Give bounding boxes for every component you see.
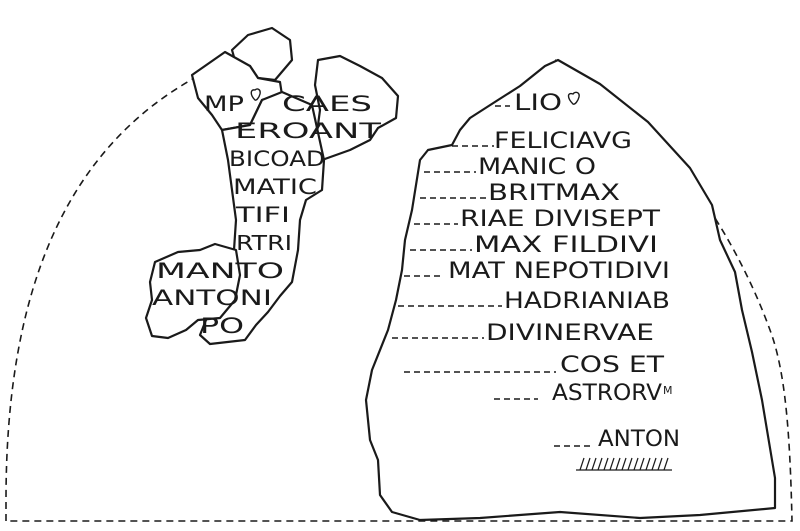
left-line-4: MATIC: [233, 175, 317, 199]
left-line-3: BICOAD: [229, 147, 325, 171]
right-line-3: MANIC O: [478, 155, 596, 180]
right-line-8: HADRIANIAB: [504, 289, 670, 314]
lower-left-fragment: [144, 242, 242, 340]
ivy-leaf-icon: [250, 88, 261, 101]
left-line-8: ANTONI: [152, 286, 272, 310]
right-line-10: COS ET: [560, 353, 665, 378]
right-line-7: MAT NEPOTIDIVI: [448, 259, 670, 284]
broken-letters-hatching: [576, 457, 672, 471]
left-line-6: RTRI: [236, 231, 292, 255]
left-line-9: PO: [200, 314, 244, 338]
right-line-6: MAX FILDIVI: [474, 233, 658, 258]
right-line-12: ANTON: [598, 427, 680, 452]
left-line-2: EROANT: [235, 119, 381, 143]
right-line-11: ASTRORV: [552, 381, 662, 406]
right-fragment: [364, 58, 777, 522]
right-line-9: DIVINERVAE: [486, 321, 654, 346]
ivy-leaf-icon-right: [567, 91, 580, 105]
upper-right-fragment: [313, 54, 400, 162]
right-line-2: FELICIAVG: [494, 129, 632, 154]
left-line-1a: MP: [204, 92, 244, 116]
right-line-11-suffix: M: [663, 384, 673, 397]
left-line-5: TIFI: [235, 203, 290, 227]
right-line-4: BRITMAX: [488, 181, 620, 206]
left-line-7: MANTO: [156, 259, 284, 283]
arch-outline: [5, 54, 793, 522]
right-line-1: LIO: [514, 91, 562, 116]
right-line-5: RIAE DIVISEPT: [460, 207, 661, 232]
left-line-1b: CAES: [282, 92, 372, 116]
